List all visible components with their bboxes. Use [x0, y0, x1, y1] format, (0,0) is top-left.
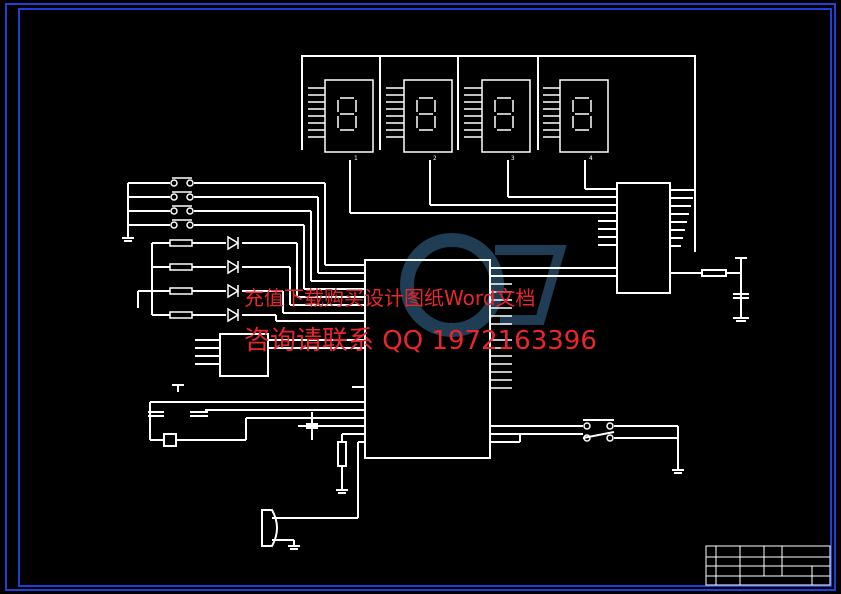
watermark-line-2: 咨询请联系 QQ 1972163396: [244, 326, 597, 356]
display-4-digit: 4: [589, 155, 593, 162]
display-3: [464, 79, 531, 153]
logo-watermark: [400, 233, 567, 337]
display-4: [543, 79, 609, 153]
mcu-pins: [490, 283, 512, 389]
led-bank: [169, 235, 240, 323]
small-ic: [219, 333, 269, 377]
wiring: [122, 55, 749, 550]
display-2-digit: 2: [433, 155, 437, 162]
push-buttons: [170, 177, 614, 442]
title-block: [705, 545, 831, 586]
outer-border: [5, 3, 836, 591]
mcu-chip: [364, 259, 491, 459]
display-2: [386, 79, 453, 153]
display-1-digit: 1: [354, 155, 358, 162]
display-driver-chip: [616, 182, 671, 294]
inner-border: [18, 8, 832, 587]
seven-segment-displays: [308, 79, 609, 153]
chips: [219, 182, 671, 459]
display-digit-labels: 1 2 3 4: [354, 155, 593, 162]
display-3-digit: 3: [511, 155, 515, 162]
watermark-line-1: 充值下载购买设计图纸Word文档: [244, 286, 536, 310]
display-1: [308, 79, 374, 153]
